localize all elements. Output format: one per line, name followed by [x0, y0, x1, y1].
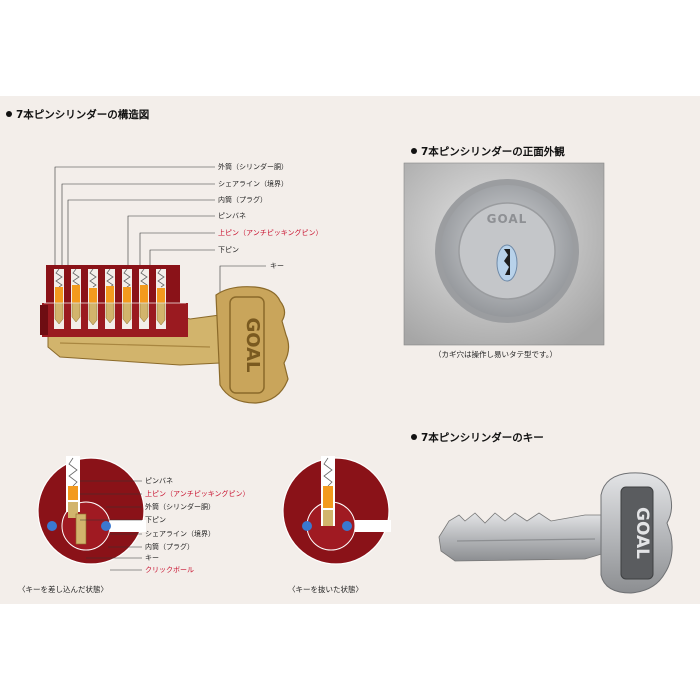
- front-heading: 7本ピンシリンダーの正面外観: [411, 144, 565, 159]
- cross-label-shear-line: シェアライン（境界）: [145, 530, 215, 538]
- cross-label-click-ball: クリックボール: [145, 566, 194, 574]
- key-brand-mark: GOAL: [242, 318, 263, 373]
- keyhole-icon: [504, 249, 510, 275]
- lower-pins: [54, 302, 166, 326]
- cross-section-key-inserted: [37, 456, 146, 565]
- cross-label-pin-spring: ピンバネ: [145, 477, 173, 485]
- bullet-icon: [411, 148, 417, 154]
- cross-label-plug: 内筒（プラグ）: [145, 543, 194, 551]
- key-photo-groove: [456, 538, 596, 542]
- pin-spring: [68, 457, 78, 487]
- pin-springs: [55, 268, 165, 288]
- click-ball: [47, 521, 57, 531]
- upper-pins: [55, 285, 165, 303]
- front-brand-mark: GOAL: [487, 212, 528, 226]
- label-shear-line: シェアライン（境界）: [218, 180, 288, 188]
- key-photo[interactable]: GOAL: [435, 465, 675, 600]
- label-pin-spring: ピンバネ: [218, 212, 246, 220]
- key-section: [75, 513, 87, 545]
- cylinder-face: [40, 305, 48, 335]
- structure-heading: 7本ピンシリンダーの構造図: [6, 107, 149, 122]
- caption-key-inserted: 〈キーを差し込んだ状態〉: [18, 585, 108, 594]
- caption-key-removed: 〈キーを抜いた状態〉: [288, 585, 363, 594]
- front-photo-caption: （カギ穴は操作し易いタテ型です。）: [434, 350, 557, 359]
- key-photo-brand-mark: GOAL: [632, 507, 652, 559]
- side-chamber: [110, 520, 146, 532]
- label-key: キー: [270, 262, 284, 270]
- upper-pin: [68, 486, 78, 500]
- label-lower-pin: 下ピン: [218, 246, 239, 254]
- cylinder-front-photo[interactable]: GOAL: [403, 162, 605, 346]
- label-upper-pin: 上ピン（アンチピッキングピン）: [218, 229, 323, 237]
- key-photo-emblem: [620, 486, 654, 580]
- lower-pin: [68, 502, 78, 518]
- key-head-frame: [229, 296, 265, 394]
- cross-label-lower-pin: 下ピン: [145, 516, 166, 524]
- click-ball: [302, 521, 312, 531]
- bullet-icon: [6, 111, 12, 117]
- key-groove: [59, 342, 211, 348]
- upper-pin: [323, 486, 333, 508]
- bullet-icon: [411, 434, 417, 440]
- cross-label-upper-pin: 上ピン（アンチピッキングピン）: [145, 490, 250, 498]
- label-outer-cylinder: 外筒（シリンダー胴）: [218, 163, 288, 171]
- key-photo-blade: [438, 512, 606, 562]
- lower-pin: [323, 510, 333, 526]
- key-heading: 7本ピンシリンダーのキー: [411, 430, 544, 445]
- click-ball: [101, 521, 111, 531]
- click-ball: [342, 521, 352, 531]
- cross-label-key: キー: [145, 554, 159, 562]
- pin-spring: [323, 457, 333, 487]
- key-head: [215, 286, 290, 404]
- label-plug: 内筒（プラグ）: [218, 196, 267, 204]
- cross-section-key-removed: [282, 456, 391, 565]
- cylinder-structure-diagram: GOAL: [40, 265, 290, 404]
- cross-label-outer: 外筒（シリンダー胴）: [145, 503, 215, 511]
- side-chamber: [355, 520, 391, 532]
